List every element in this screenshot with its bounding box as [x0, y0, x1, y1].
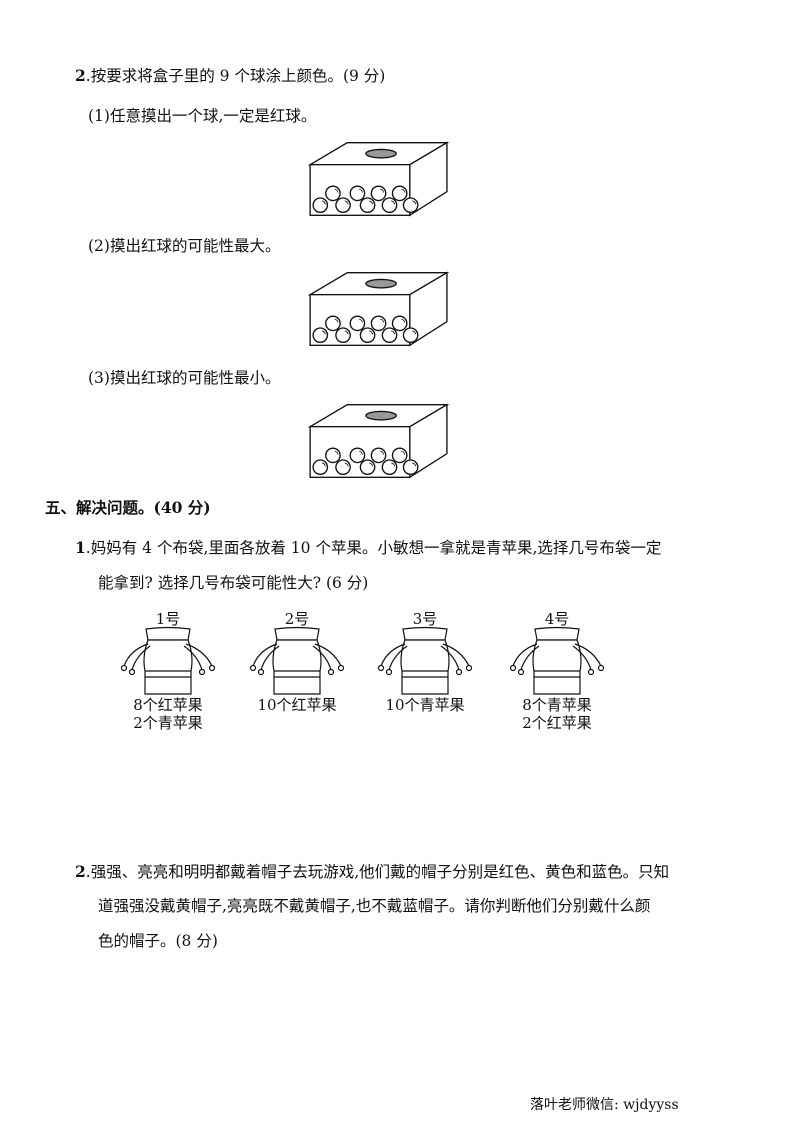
- problem-1-line1: 1.妈妈有 4 个布袋,里面各放着 10 个苹果。小敏想一拿就是青苹果,选择几号…: [75, 536, 661, 558]
- ball-box-1[interactable]: [290, 141, 462, 217]
- problem-2-line2: 道强强没戴黄帽子,亮亮既不戴黄帽子,也不戴蓝帽子。请你判断他们分别戴什么颜: [98, 897, 651, 915]
- problem-2-line1: 2.强强、亮亮和明明都戴着帽子去玩游戏,他们戴的帽子分别是红色、黄色和蓝色。只知: [75, 860, 669, 882]
- ball-box-2[interactable]: [290, 271, 462, 347]
- bag-2: 2号 10个红苹果: [242, 612, 352, 714]
- problem-text: .妈妈有 4 个布袋,里面各放着 10 个苹果。小敏想一拿就是青苹果,选择几号布…: [85, 539, 662, 557]
- ball: [325, 315, 341, 332]
- ball: [370, 447, 387, 464]
- bag-contents: 10个红苹果: [257, 696, 337, 714]
- question-2: 2.按要求将盒子里的 9 个球涂上颜色。(9 分): [75, 64, 385, 86]
- question-text: .按要求将盒子里的 9 个球涂上颜色。(9 分): [85, 67, 386, 85]
- bag-contents: 8个青苹果: [522, 696, 592, 714]
- bag-contents: 2个青苹果: [133, 714, 203, 732]
- footer-watermark: 落叶老师微信: wjdyyss: [530, 1097, 679, 1113]
- bag-contents: 10个青苹果: [385, 696, 465, 714]
- problem-text: .强强、亮亮和明明都戴着帽子去玩游戏,他们戴的帽子分别是红色、黄色和蓝色。只知: [85, 863, 670, 881]
- drawstring-bag-icon: [377, 626, 473, 695]
- ball: [349, 315, 366, 332]
- ball: [312, 327, 329, 344]
- problem-2-line3: 色的帽子。(8 分): [98, 932, 218, 950]
- ball: [312, 459, 329, 476]
- problem-number: 2: [75, 862, 86, 881]
- bag-label: 3号: [412, 610, 438, 628]
- section-title: 五、解决问题。(40 分): [45, 498, 211, 517]
- bag-label: 4号: [544, 610, 570, 628]
- part-2: (2)摸出红球的可能性最大。: [88, 237, 281, 255]
- ball: [402, 197, 419, 214]
- ball: [335, 197, 351, 214]
- ball: [391, 315, 408, 332]
- drawstring-bag-icon: [120, 626, 216, 695]
- drawstring-bag-icon: [249, 626, 345, 695]
- ball: [391, 447, 408, 464]
- part-1: (1)任意摸出一个球,一定是红球。: [88, 107, 317, 125]
- bag-contents: 2个红苹果: [522, 714, 592, 732]
- ball: [381, 327, 398, 344]
- part-3: (3)摸出红球的可能性最小。: [88, 369, 281, 387]
- ball: [370, 185, 387, 202]
- ball: [391, 185, 408, 202]
- ball: [349, 447, 366, 464]
- bag-label: 1号: [155, 610, 181, 628]
- ball: [402, 459, 419, 476]
- bag-contents: 8个红苹果: [133, 696, 203, 714]
- drawstring-bag-icon: [509, 626, 605, 695]
- ball: [325, 447, 341, 464]
- ball: [359, 197, 376, 214]
- ball: [312, 197, 329, 214]
- ball: [402, 327, 419, 344]
- bag-label: 2号: [284, 610, 310, 628]
- ball: [335, 327, 351, 344]
- bag-3: 3号 10个青苹果: [370, 612, 480, 714]
- problem-1-line2: 能拿到? 选择几号布袋可能性大? (6 分): [98, 574, 369, 592]
- ball-box-3[interactable]: [290, 403, 462, 479]
- ball: [381, 459, 398, 476]
- problem-number: 1: [75, 538, 86, 557]
- ball: [381, 197, 398, 214]
- ball: [349, 185, 366, 202]
- ball: [335, 459, 351, 476]
- ball: [370, 315, 387, 332]
- ball: [325, 185, 341, 202]
- ball: [359, 459, 376, 476]
- ball: [359, 327, 376, 344]
- question-number: 2: [75, 66, 86, 85]
